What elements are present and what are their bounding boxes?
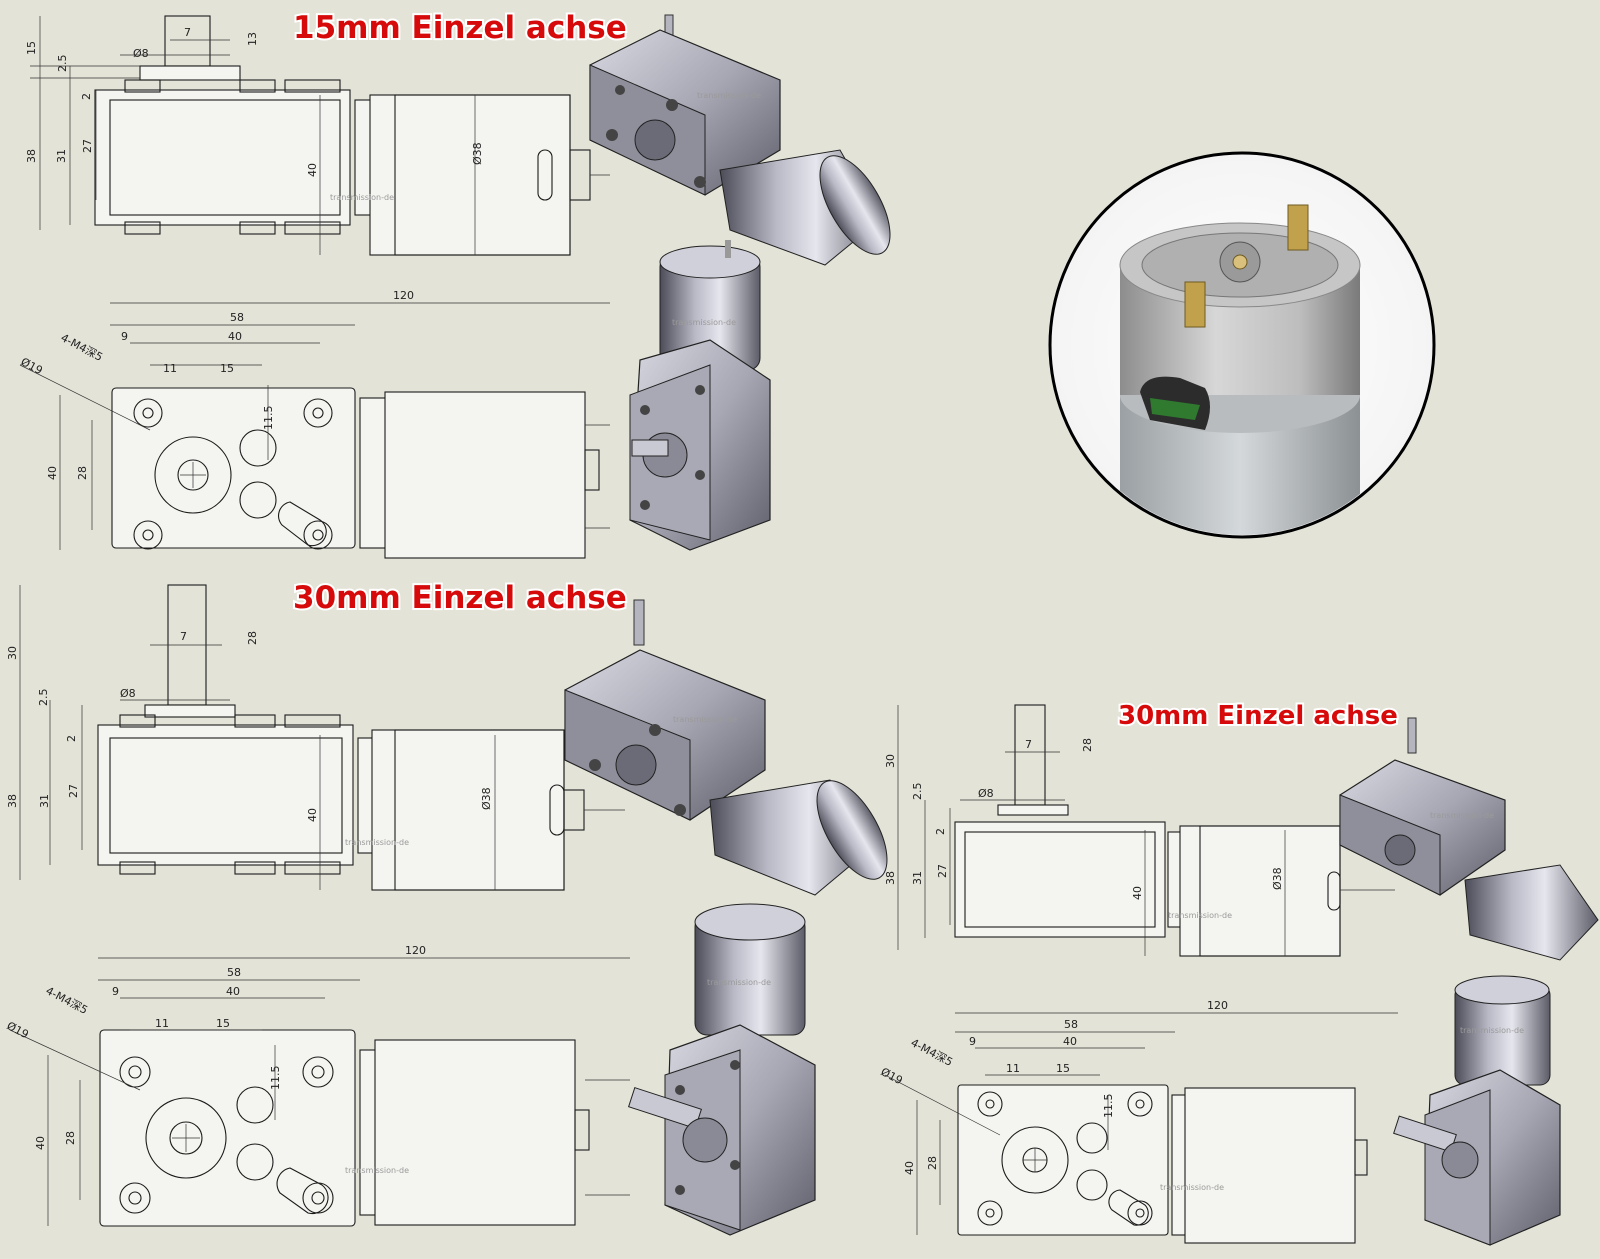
dim-pitch-40: 40 [228,330,242,343]
dim-offset-15-2: 15 [216,1017,230,1030]
dim-height-38-3: 38 [884,871,897,885]
watermark-5: transmission-de [1160,1183,1224,1192]
dim-motor-40-3: 40 [1131,886,1144,900]
dim-pitch-40-3: 40 [1063,1035,1077,1048]
dim-boss-dia: Ø19 [19,355,45,377]
render-gearmotor-30mm: transmission-de [564,599,888,896]
title-30mm-right: 30mm Einzel achse [1118,701,1398,731]
dim-pitch-40-2: 40 [226,985,240,998]
side-view-30mm-right: 30 2.5 7 Ø8 28 2 38 31 27 40 Ø38 transmi… [884,704,1395,957]
watermark-3: transmission-de [345,1166,409,1175]
title-15mm: 15mm Einzel achse [293,10,627,46]
dim-flat-length: 13 [246,32,259,46]
render-gearmotor-15mm-front: transmission-de [629,240,771,551]
motor-photo [1048,151,1436,539]
dim-height-31-2: 31 [38,794,51,808]
render-gearmotor-15mm: transmission-de [589,14,891,266]
render-watermark-5: transmission-de [1430,811,1494,820]
dim-offset-9-3: 9 [969,1035,976,1048]
dim-gap-2: 2 [65,735,78,742]
side-view-30mm: 30 2.5 7 Ø8 28 2 38 31 27 40 Ø38 transmi… [6,584,625,891]
dim-height-27-3: 27 [936,864,949,878]
watermark: transmission-de [330,193,394,202]
dim-gearbox-58: 58 [230,311,244,324]
dim-height-28: 28 [76,466,89,480]
dim-height-27-2: 27 [67,784,80,798]
dim-offset-11: 11 [163,362,177,375]
dim-gap-3: 2 [934,828,947,835]
render-gearmotor-30mm-front: transmission-de [627,903,816,1236]
front-view-30mm-right: 120 58 40 9 11 15 4-M4深5 Ø19 40 28 11.5 … [879,999,1398,1244]
render-watermark-6: transmission-de [1460,1026,1524,1035]
dim-flat-width-2: 7 [180,630,187,643]
dim-11-5: 11.5 [262,406,275,431]
dim-holes-2: 4-M4深5 [44,984,90,1017]
dim-shaft-30-3: 30 [884,754,897,768]
dim-motor-dia-3: Ø38 [1271,867,1284,890]
render-watermark-4: transmission-de [707,978,771,987]
dim-height-40: 40 [46,466,59,480]
render-watermark-1: transmission-de [697,91,761,100]
dim-collar-3: 2.5 [911,783,924,801]
dim-offset-9: 9 [121,330,128,343]
dim-motor-dia: Ø38 [471,142,484,165]
dim-motor-40-2: 40 [306,808,319,822]
dim-height-31: 31 [55,149,68,163]
dim-gearbox-58-2: 58 [227,966,241,979]
dim-holes-3: 4-M4深5 [909,1036,955,1069]
dim-offset-9-2: 9 [112,985,119,998]
dim-shaft-15: 15 [25,41,38,55]
dim-holes: 4-M4深5 [59,331,105,364]
dim-flat-width-3: 7 [1025,738,1032,751]
dim-shaft-dia: Ø8 [133,47,149,60]
dim-shaft-30: 30 [6,646,19,660]
dim-offset-15: 15 [220,362,234,375]
dim-collar: 2.5 [56,55,69,73]
dim-11-5-2: 11.5 [269,1066,282,1091]
dim-total-120: 120 [393,289,414,302]
render-watermark-2: transmission-de [672,318,736,327]
front-view-30mm: 120 58 40 9 11 15 4-M4深5 Ø19 40 28 11.5 … [5,944,630,1227]
dim-motor-40: 40 [306,163,319,177]
dim-offset-11-2: 11 [155,1017,169,1030]
dim-height-27: 27 [81,139,94,153]
dim-height-38-2: 38 [6,794,19,808]
dim-height-28-2: 28 [64,1131,77,1145]
dim-flat-length-3: 28 [1081,738,1094,752]
dim-flat-length-2: 28 [246,631,259,645]
dim-offset-15-3: 15 [1056,1062,1070,1075]
dim-gap: 2 [80,93,93,100]
side-view-15mm: 15 2.5 7 Ø8 13 2 38 31 27 40 Ø38 transmi… [25,15,610,256]
dim-gearbox-58-3: 58 [1064,1018,1078,1031]
render-gearmotor-30mm-right-front: transmission-de [1393,975,1561,1246]
dim-height-38: 38 [25,149,38,163]
dim-shaft-dia-2: Ø8 [120,687,136,700]
dim-total-120-3: 120 [1207,999,1228,1012]
dim-height-40-3: 40 [903,1161,916,1175]
dim-total-120-2: 120 [405,944,426,957]
dim-height-40-2: 40 [34,1136,47,1150]
dim-shaft-dia-3: Ø8 [978,787,994,800]
watermark-2: transmission-de [345,838,409,847]
front-view-15mm: 120 58 40 9 11 15 4-M4深5 Ø19 40 28 11.5 [19,289,610,559]
render-watermark-3: transmission-de [673,715,737,724]
dim-collar-2: 2.5 [37,689,50,707]
dim-height-28-3: 28 [926,1156,939,1170]
dim-11-5-3: 11.5 [1102,1094,1115,1119]
dim-flat-width: 7 [184,26,191,39]
render-gearmotor-30mm-right: transmission-de [1339,717,1599,961]
dim-offset-11-3: 11 [1006,1062,1020,1075]
dim-height-31-3: 31 [911,871,924,885]
title-30mm-left: 30mm Einzel achse [293,580,627,616]
watermark-4: transmission-de [1168,911,1232,920]
dim-motor-dia-2: Ø38 [480,787,493,810]
dim-boss-dia-3: Ø19 [879,1065,905,1087]
